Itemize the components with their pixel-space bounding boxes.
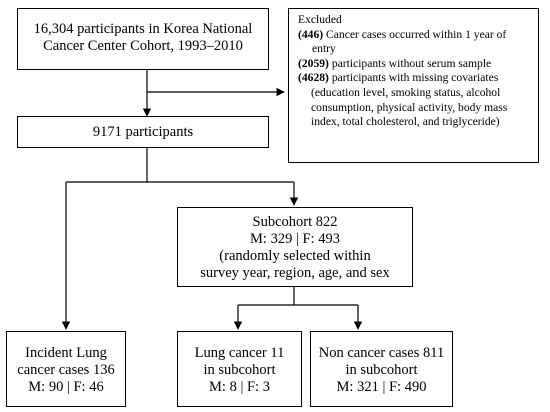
subcohort-line-1: Subcohort 822: [252, 214, 338, 230]
excluded-item-2: (2059) participants without serum sample: [298, 56, 492, 70]
noncancer-line-3: M: 321 | F: 490: [336, 379, 427, 395]
lung-sub-line-1: Lung cancer 11: [194, 345, 285, 361]
incident-line-3: M: 90 | F: 46: [28, 379, 104, 395]
box-participants: 9171 participants: [17, 116, 269, 148]
excluded-item-3: (4628) participants with missing covaria…: [298, 71, 499, 85]
subcohort-line-2: M: 329 | F: 493: [250, 231, 340, 247]
source-line-1: 16,304 participants in Korea National: [33, 21, 253, 37]
excluded-item-1-cont: entry: [312, 42, 336, 56]
source-line-2: Cancer Center Cohort, 1993–2010: [43, 38, 243, 54]
excluded-item-3-cont-1: (education level, smoking status, alcoho…: [311, 85, 501, 99]
noncancer-line-1: Non cancer cases 811: [318, 345, 445, 361]
participants-label: 9171 participants: [92, 124, 194, 140]
box-lung-subcohort: Lung cancer 11 in subcohort M: 8 | F: 3: [177, 331, 302, 407]
noncancer-line-2: in subcohort: [345, 362, 418, 378]
box-incident-lung: Incident Lung cancer cases 136 M: 90 | F…: [6, 331, 126, 407]
box-subcohort: Subcohort 822 M: 329 | F: 493 (randomly …: [177, 207, 413, 287]
incident-line-2: cancer cases 136: [17, 362, 115, 378]
excluded-item-1: (446) Cancer cases occurred within 1 yea…: [298, 27, 507, 41]
excluded-title: Excluded: [298, 13, 342, 26]
incident-line-1: Incident Lung: [25, 345, 107, 361]
box-source-cohort: 16,304 participants in Korea National Ca…: [17, 8, 269, 70]
excluded-item-3-cont-2: consumption, physical activity, body mas…: [311, 100, 508, 114]
lung-sub-line-2: in subcohort: [203, 362, 276, 378]
excluded-item-3-cont-3: index, total cholesterol, and triglyceri…: [311, 115, 500, 129]
box-noncancer-subcohort: Non cancer cases 811 in subcohort M: 321…: [310, 331, 453, 407]
box-excluded: Excluded (446) Cancer cases occurred wit…: [288, 8, 539, 163]
subcohort-line-4: survey year, region, age, and sex: [200, 265, 390, 281]
subcohort-line-3: (randomly selected within: [219, 248, 371, 264]
lung-sub-line-3: M: 8 | F: 3: [209, 379, 270, 395]
